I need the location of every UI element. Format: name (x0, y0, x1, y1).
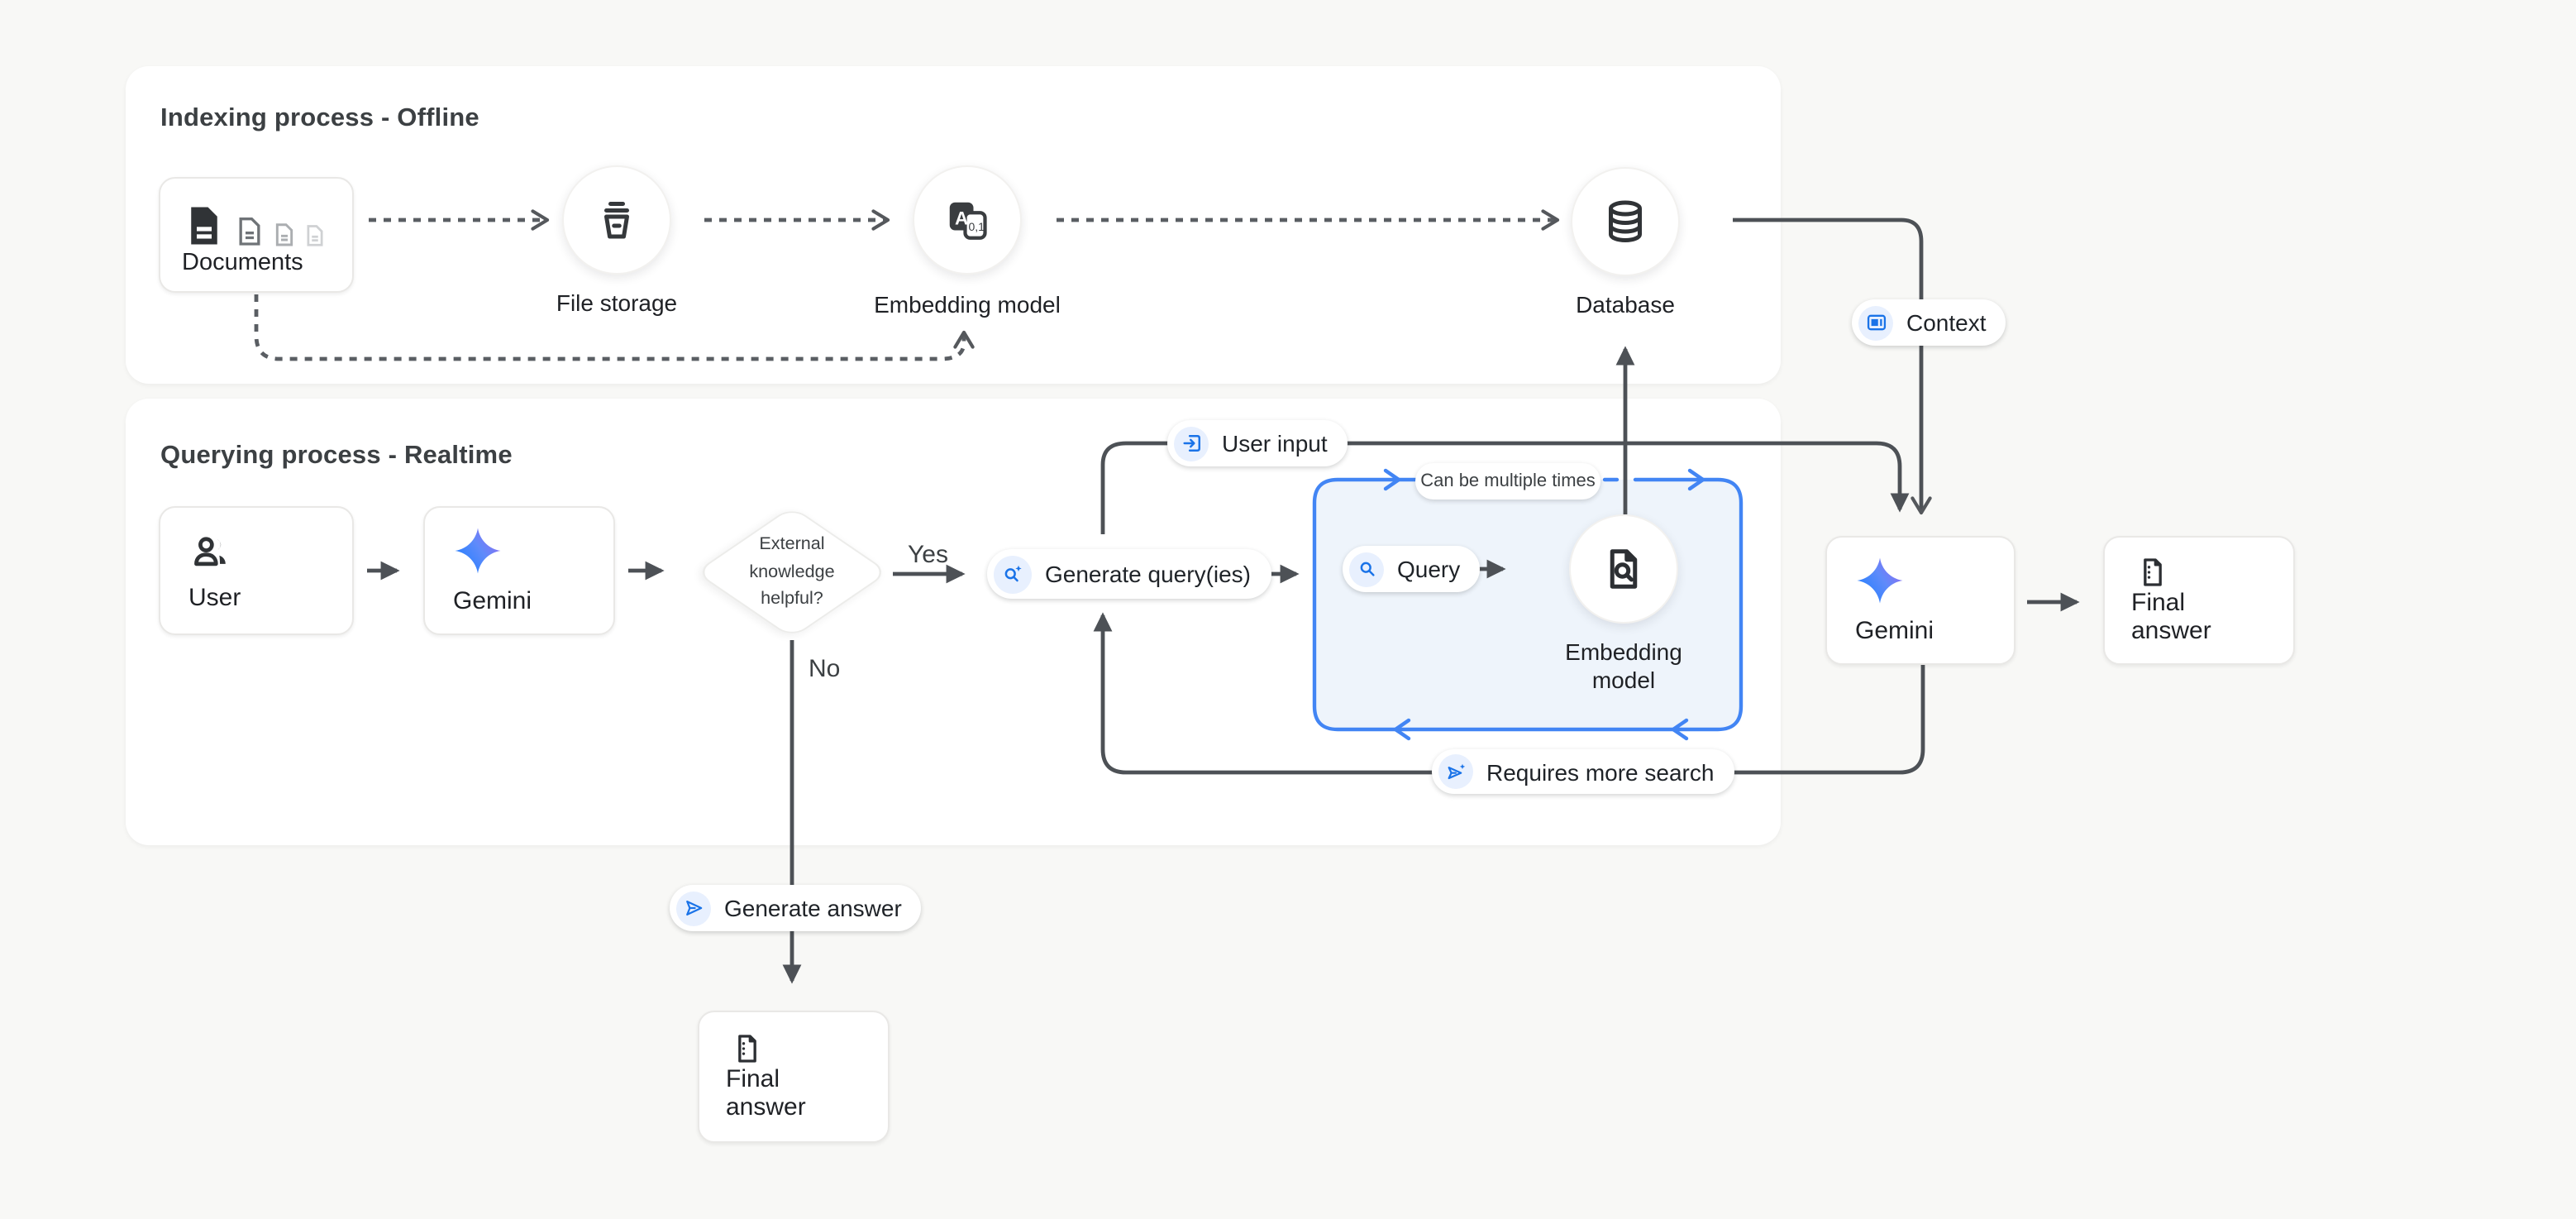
document-search-icon (1599, 544, 1648, 594)
gemini-star-icon (1855, 556, 1905, 605)
user-card[interactable]: User (159, 506, 354, 635)
requires-more-search-pill[interactable]: Requires more search (1432, 749, 1734, 794)
user-label: User (188, 584, 324, 612)
answer-document-icon (726, 1032, 769, 1065)
embedding-model-top-node[interactable]: A0,1 (913, 165, 1022, 275)
decision-line-3: helpful? (701, 586, 883, 613)
query-label: Query (1397, 556, 1460, 582)
embedding-model-query-line2: model (1508, 667, 1739, 695)
login-icon (1174, 426, 1209, 461)
solid-connectors (367, 220, 2077, 981)
documents-label: Documents (182, 250, 331, 276)
svg-text:0,1: 0,1 (969, 220, 985, 233)
decision-line-1: External (701, 531, 883, 558)
generate-answer-label: Generate answer (724, 895, 902, 921)
database-label: Database (1510, 291, 1741, 319)
generate-answer-pill[interactable]: Generate answer (670, 885, 922, 931)
embedding-model-query-line1: Embedding (1508, 638, 1739, 667)
file-storage-label: File storage (501, 289, 732, 318)
edge-database-context-gemini2 (1733, 220, 1921, 511)
yes-label: Yes (908, 541, 948, 569)
query-pill[interactable]: Query (1343, 546, 1480, 592)
database-node[interactable] (1571, 167, 1680, 276)
file-storage-node[interactable] (562, 165, 671, 275)
svg-text:A: A (955, 208, 968, 229)
context-label: Context (1906, 309, 1987, 336)
generate-queries-pill[interactable]: Generate query(ies) (987, 549, 1271, 599)
gemini-star-icon (453, 526, 503, 576)
requires-more-search-label: Requires more search (1486, 758, 1714, 785)
user-input-pill[interactable]: User input (1167, 420, 1348, 466)
final-answer-bottom-card[interactable]: Final answer (698, 1011, 890, 1143)
send-spark-icon (1438, 754, 1473, 789)
gemini-1-label: Gemini (453, 587, 585, 615)
gemini-2-label: Gemini (1855, 617, 1986, 645)
no-label: No (809, 655, 840, 683)
decision-line-2: knowledge (701, 558, 883, 586)
final-answer-bottom-label: Final answer (726, 1065, 861, 1121)
database-icon (1600, 197, 1650, 246)
context-pill[interactable]: Context (1852, 299, 2006, 346)
search-icon (1349, 552, 1384, 586)
group-icon (188, 529, 233, 574)
gemini-1-card[interactable]: Gemini (423, 506, 615, 635)
cycle-border (1314, 471, 1741, 739)
generate-queries-label: Generate query(ies) (1045, 561, 1251, 587)
final-answer-right-label: Final answer (2131, 589, 2267, 645)
search-spark-icon (994, 555, 1032, 593)
documents-card[interactable]: Documents (159, 177, 354, 293)
embedding-model-top-label: Embedding model (852, 291, 1083, 319)
decision-text: External knowledge helpful? (701, 531, 883, 613)
send-icon (676, 891, 711, 925)
embedding-model-query-label: Embedding model (1508, 638, 1739, 695)
can-be-multiple-times-pill: Can be multiple times (1415, 463, 1600, 500)
final-answer-right-card[interactable]: Final answer (2103, 536, 2295, 665)
gemini-2-card[interactable]: Gemini (1825, 536, 2015, 665)
dashed-connectors (256, 220, 1556, 359)
documents-stack-icon (182, 194, 331, 248)
can-be-multiple-times-label: Can be multiple times (1420, 471, 1596, 491)
context-card-icon (1858, 305, 1893, 340)
embedding-model-query-node[interactable] (1569, 514, 1678, 624)
storage-bucket-icon (592, 195, 642, 245)
translate-tokens-icon: A0,1 (942, 195, 992, 245)
user-input-label: User input (1222, 430, 1328, 457)
answer-document-icon (2131, 556, 2174, 589)
